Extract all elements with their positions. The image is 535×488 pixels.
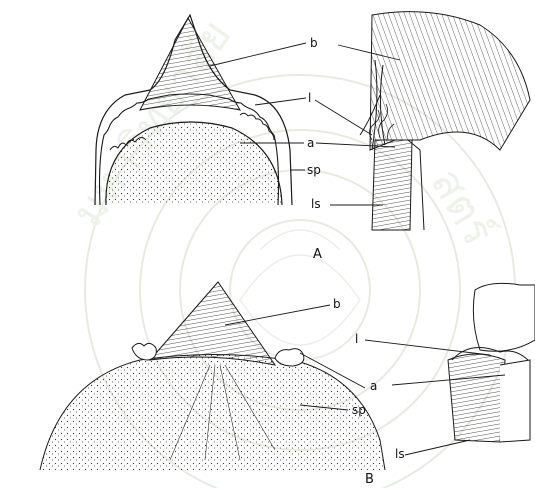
label-b-auricle: a [370,380,377,392]
panel-a-label: A [313,248,322,261]
label-a-shoot-apex: sp [307,164,321,176]
label-b-leaf-sheath: ls [395,448,405,460]
label-a-bract: b [310,37,318,49]
label-a-leaf-sheath: ls [311,198,321,210]
panel-a-shoot-apex [95,15,292,205]
panel-a-leaf-fan [360,12,530,230]
label-b-shoot-apex: sp [352,404,366,416]
label-b-bract: b [333,298,341,310]
label-a-ligule: l [308,92,311,104]
panel-b-label: B [365,473,374,486]
panel-b-sheath-stem [448,283,535,442]
label-a-auricle: a [307,137,314,149]
label-b-ligule: l [355,333,358,345]
